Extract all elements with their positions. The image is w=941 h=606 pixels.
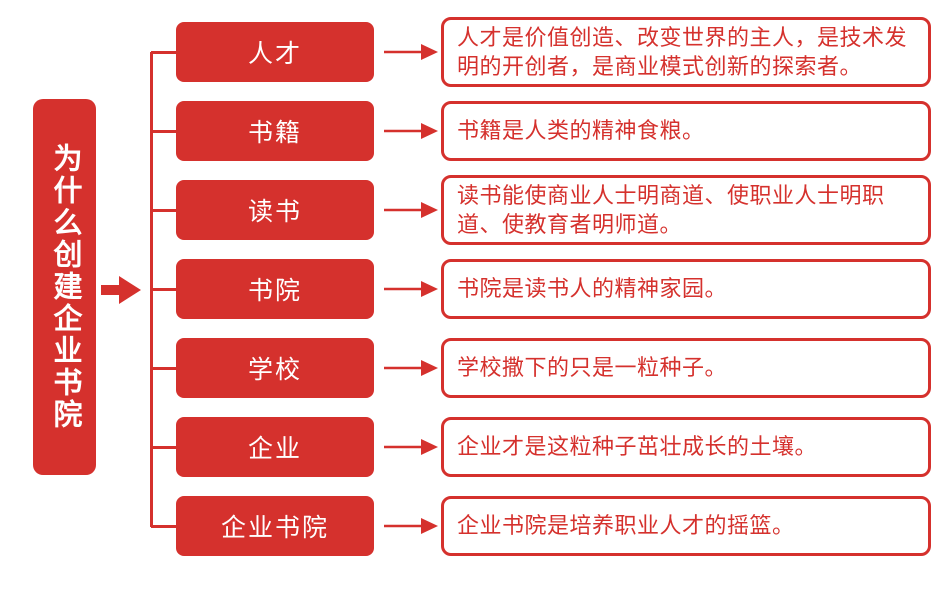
node-label: 学校 [247, 356, 302, 384]
description-text: 书籍是人类的精神食粮。 [457, 118, 705, 144]
thin-right-arrow-icon [384, 439, 438, 455]
diagram-row: 书籍 书籍是人类的精神食粮。 [0, 101, 931, 161]
node-box-talent: 人才 [176, 22, 374, 82]
tree-branch-line [151, 130, 176, 133]
description-text: 读书能使商业人士明商道、使职业人士明职道、使教育者明师道。 [457, 182, 885, 237]
tree-branch-line [151, 525, 176, 528]
node-box-academy: 书院 [176, 259, 374, 319]
node-label: 书籍 [247, 119, 302, 147]
diagram-row: 人才 人才是价值创造、改变世界的主人，是技术发明的开创者，是商业模式创新的探索者… [0, 16, 931, 88]
bold-right-arrow-icon [101, 276, 141, 304]
description-box: 书院是读书人的精神家园。 [441, 259, 931, 319]
description-box: 企业书院是培养职业人才的摇篮。 [441, 496, 931, 556]
diagram-row: 书院 书院是读书人的精神家园。 [0, 259, 931, 319]
description-box: 学校撒下的只是一粒种子。 [441, 338, 931, 398]
description-box: 读书能使商业人士明商道、使职业人士明职道、使教育者明师道。 [441, 174, 931, 246]
node-label: 读书 [247, 198, 302, 226]
tree-branch-line [151, 367, 176, 370]
description-text: 书院是读书人的精神家园。 [457, 276, 728, 302]
tree-branch-line [151, 288, 176, 291]
diagram-rows: 人才 人才是价值创造、改变世界的主人，是技术发明的开创者，是商业模式创新的探索者… [0, 16, 931, 556]
description-box: 企业才是这粒种子茁壮成长的土壤。 [441, 417, 931, 477]
node-label: 人才 [247, 40, 302, 68]
node-box-school: 学校 [176, 338, 374, 398]
node-box-reading: 读书 [176, 180, 374, 240]
thin-right-arrow-icon [384, 44, 438, 60]
root-title-box: 为什么创建企业书院 [33, 99, 96, 475]
node-label: 企业 [247, 435, 302, 463]
node-label: 书院 [247, 277, 302, 305]
node-box-enterprise-academy: 企业书院 [176, 496, 374, 556]
diagram-row: 学校 学校撒下的只是一粒种子。 [0, 338, 931, 398]
thin-right-arrow-icon [384, 202, 438, 218]
node-label: 企业书院 [220, 514, 329, 542]
description-text: 企业才是这粒种子茁壮成长的土壤。 [457, 434, 818, 460]
thin-right-arrow-icon [384, 360, 438, 376]
tree-branch-line [151, 446, 176, 449]
description-text: 人才是价值创造、改变世界的主人，是技术发明的开创者，是商业模式创新的探索者。 [457, 24, 908, 79]
diagram-row: 企业书院 企业书院是培养职业人才的摇篮。 [0, 496, 931, 556]
thin-right-arrow-icon [384, 281, 438, 297]
root-title-text: 为什么创建企业书院 [49, 143, 81, 431]
description-text: 企业书院是培养职业人才的摇篮。 [457, 513, 795, 539]
diagram-row: 读书 读书能使商业人士明商道、使职业人士明职道、使教育者明师道。 [0, 174, 931, 246]
tree-branch-line [151, 51, 176, 54]
node-box-books: 书籍 [176, 101, 374, 161]
thin-right-arrow-icon [384, 518, 438, 534]
diagram-row: 企业 企业才是这粒种子茁壮成长的土壤。 [0, 417, 931, 477]
description-box: 书籍是人类的精神食粮。 [441, 101, 931, 161]
node-box-enterprise: 企业 [176, 417, 374, 477]
description-box: 人才是价值创造、改变世界的主人，是技术发明的开创者，是商业模式创新的探索者。 [441, 16, 931, 88]
tree-branch-line [151, 209, 176, 212]
thin-right-arrow-icon [384, 123, 438, 139]
description-text: 学校撒下的只是一粒种子。 [457, 355, 728, 381]
